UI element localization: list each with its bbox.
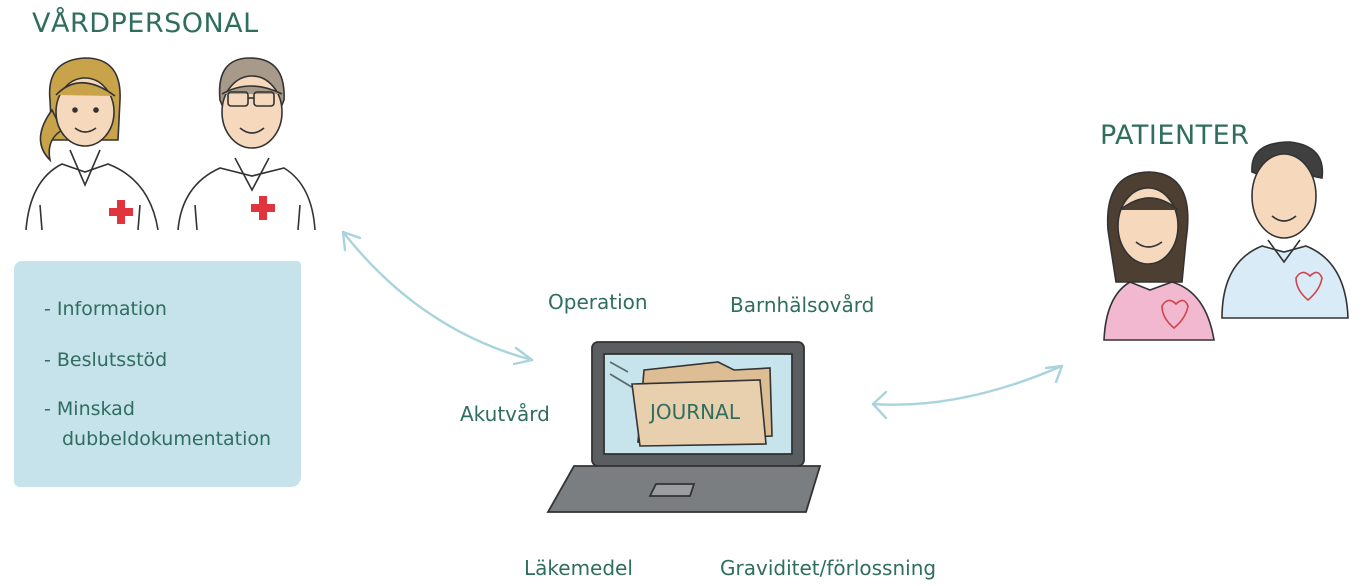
benefit-reduced: - Minskad (44, 398, 135, 420)
topic-barnhalsovard: Barnhälsovård (730, 293, 875, 317)
journal-folder-label: JOURNAL (650, 400, 740, 424)
benefit-double-documentation: dubbeldokumentation (62, 428, 272, 450)
topic-graviditet: Graviditet/förlossning (720, 556, 937, 580)
staff-heading: VÅRDPERSONAL (32, 8, 259, 39)
folder-icon (631, 361, 773, 447)
man-patient-illustration (1221, 141, 1349, 319)
arrow-staff-laptop (341, 230, 534, 366)
topic-operation: Operation (548, 290, 648, 314)
doctor-illustration (177, 57, 316, 231)
benefit-decision-support: - Beslutsstöd (44, 349, 168, 371)
nurse-cross-icon (109, 200, 133, 224)
woman-patient-illustration (1103, 171, 1215, 341)
patients-heading: PATIENTER (1100, 120, 1250, 151)
arrow-laptop-patients (871, 364, 1064, 420)
topic-akutvard: Akutvård (460, 402, 550, 426)
doctor-cross-icon (251, 196, 275, 220)
topic-lakemedel: Läkemedel (524, 556, 633, 580)
nurse-illustration (25, 57, 159, 231)
benefit-information: - Information (44, 298, 167, 320)
benefits-panel: - Information - Beslutsstöd - Minskad du… (14, 261, 301, 487)
